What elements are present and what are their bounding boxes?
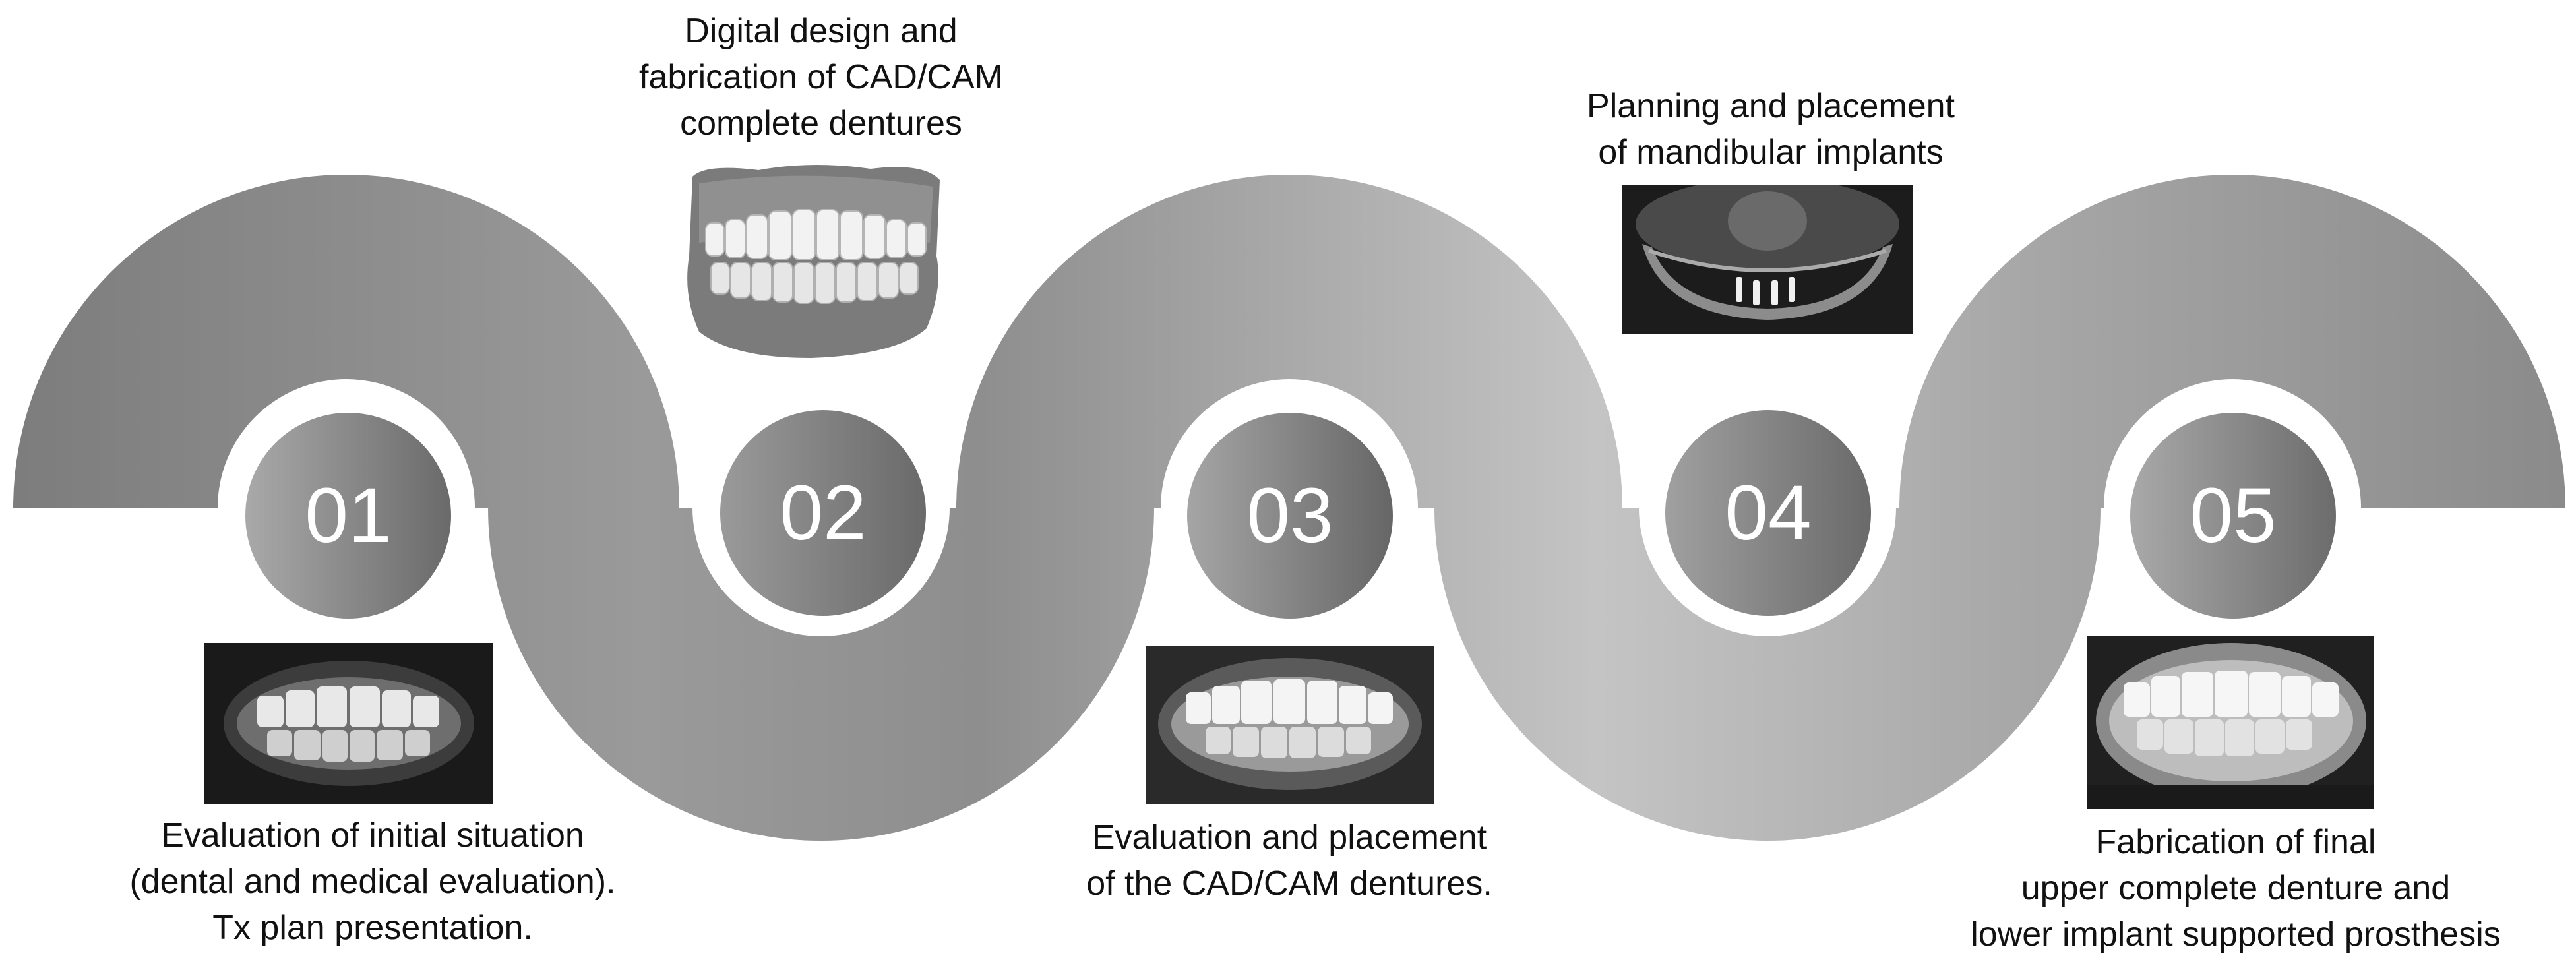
step-02-caption: Digital design and fabrication of CAD/CA… — [557, 8, 1085, 146]
wave-segment-1 — [13, 175, 679, 508]
step-02-caption-line-1: Digital design and — [685, 12, 958, 50]
step-05-caption-line-1: Fabrication of final — [2095, 823, 2376, 861]
step-02-number: 02 — [720, 410, 926, 616]
denture-model-render — [679, 157, 946, 363]
step-04-caption: Planning and placement of mandibular imp… — [1520, 83, 2021, 175]
step-02-caption-line-2: fabrication of CAD/CAM — [639, 58, 1003, 96]
step-03-number: 03 — [1187, 413, 1393, 619]
step-04-caption-line-2: of mandibular implants — [1598, 133, 1944, 171]
smile-photo-final — [2087, 636, 2374, 809]
wave-segment-2 — [488, 508, 1154, 841]
step-01-caption-line-2: (dental and medical evaluation). — [129, 863, 616, 901]
wave-segment-4 — [1434, 508, 2101, 841]
step-05-caption: Fabrication of final upper complete dent… — [1906, 819, 2565, 957]
step-03-caption-line-2: of the CAD/CAM dentures. — [1086, 864, 1492, 903]
smile-photo-initial — [204, 643, 493, 804]
step-05-caption-line-2: upper complete denture and — [2021, 869, 2451, 907]
step-05-caption-line-3: lower implant supported prosthesis — [1971, 915, 2501, 954]
wave-segment-3 — [956, 175, 1622, 508]
step-03-caption: Evaluation and placement of the CAD/CAM … — [1002, 814, 1576, 907]
wave-segment-5 — [1899, 175, 2565, 508]
step-01-caption-line-3: Tx plan presentation. — [212, 909, 533, 947]
step-04-caption-line-1: Planning and placement — [1587, 87, 1955, 125]
smile-photo-dentures — [1146, 646, 1434, 804]
step-01-caption-line-1: Evaluation of initial situation — [161, 816, 584, 855]
step-01-caption: Evaluation of initial situation (dental … — [79, 812, 666, 951]
step-04-number: 04 — [1665, 410, 1871, 616]
step-05-number: 05 — [2130, 413, 2336, 619]
step-02-caption-line-3: complete dentures — [680, 104, 962, 142]
panoramic-xray — [1622, 185, 1913, 334]
step-03-caption-line-1: Evaluation and placement — [1091, 818, 1487, 857]
step-01-number: 01 — [245, 413, 451, 619]
